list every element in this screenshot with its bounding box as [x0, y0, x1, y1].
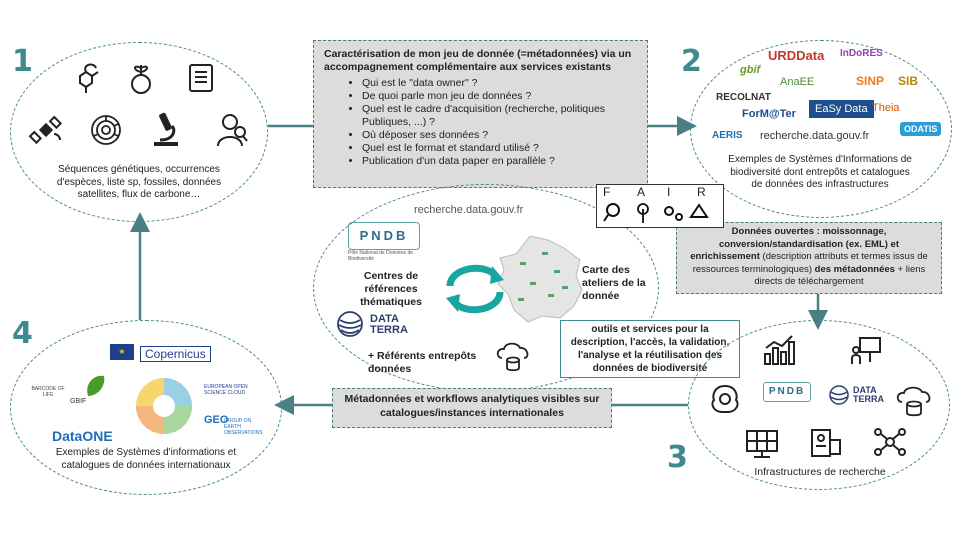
network-people-icon [874, 428, 906, 456]
open-data-text-2: + liens directs de téléchargement [754, 263, 926, 288]
centres-label: Centres de références thématiques [360, 270, 422, 308]
pndb-logo: PNDB [348, 222, 420, 250]
eu-flag-icon: ★ [110, 344, 134, 360]
anaee-logo: AnaEE [780, 76, 815, 88]
urdata-logo: URDData [768, 48, 825, 63]
cycle-arrows-icon [446, 264, 504, 314]
carte-label: Carte des ateliers de la donnée [582, 264, 646, 302]
dataone-logo: DataONE [52, 428, 113, 444]
question-item: Publication d'un data paper en parallèle… [362, 155, 637, 168]
open-data-box: Données ouvertes : moissonnage, conversi… [676, 222, 942, 294]
question-item: Qui est le "data owner" ? [362, 77, 637, 90]
geo-logo-subtitle: GROUP ON EARTH OBSERVATIONS [224, 418, 263, 436]
monitor-grid-icon [746, 430, 778, 458]
easydata-logo: EaSy Data [809, 100, 874, 118]
bar-chart-icon [764, 335, 795, 365]
document-icon [189, 64, 213, 92]
recycle-icon [689, 203, 709, 218]
aeris-logo: AERIS [712, 130, 743, 141]
fair-letter-i: I [667, 185, 671, 199]
question-item: Quel est le format et standard utilisé ? [362, 142, 637, 155]
molecule-icon [79, 63, 99, 93]
fair-box: F A I R [596, 184, 724, 228]
fair-letter-r: R [697, 185, 706, 199]
oval-information-systems [690, 40, 952, 218]
eosc-logo: EUROPEAN OPEN SCIENCE CLOUD [204, 384, 248, 396]
characterization-title: Caractérisation de mon jeu de donnée (=m… [324, 48, 632, 73]
dataterra-globe-icon [337, 311, 363, 337]
recherche-data-center-logo: recherche.data.gouv.fr [414, 204, 524, 216]
open-data-text-bold: Données ouvertes : moissonnage, conversi… [690, 226, 899, 262]
gbif-logo-4: GBIF [70, 398, 87, 405]
oval3-caption: Infrastructures de recherche [754, 466, 886, 478]
dataterra-logo: DATA TERRA [370, 313, 408, 336]
question-list: Qui est le "data owner" ? De quoi parle … [324, 77, 637, 168]
touch-icon [637, 203, 649, 223]
formater-logo: ForM@Ter [742, 108, 796, 120]
step-number-3: 3 [667, 440, 688, 475]
oval1-caption: Séquences génétiques, occurrences d'espè… [56, 164, 222, 200]
gbif-logo: gbif [740, 64, 761, 76]
magnifier-icon [603, 203, 620, 222]
cloud-database-icon-2 [896, 386, 931, 417]
odatis-logo: ODATIS [900, 122, 942, 136]
scientist-icon [217, 114, 248, 147]
fair-icons [603, 203, 709, 223]
open-data-text-bold-2: des métadonnées [814, 263, 895, 275]
question-item: Quel est le cadre d'acquisition (recherc… [362, 103, 637, 129]
cloud-database-icon [496, 342, 529, 372]
fair-letter-f: F [603, 185, 611, 199]
oval2-caption: Exemples de Systèmes d'Informations de b… [728, 154, 912, 190]
satellite-icon [28, 115, 63, 145]
fair-letter-a: A [637, 185, 646, 199]
oval-research-infrastructures [688, 320, 950, 490]
brain-gear-icon [711, 384, 739, 413]
fossil-ammonite-icon [91, 115, 121, 145]
oval4-caption: Exemples de Systèmes d'informations et c… [55, 447, 237, 471]
question-item: Où déposer ses données ? [362, 129, 637, 142]
gears-icon [664, 206, 683, 221]
pndb-logo-small: PNDB [763, 382, 811, 402]
step-number-1: 1 [12, 44, 33, 79]
geo-logo: GEO [204, 414, 229, 426]
dataterra-globe-icon-small [829, 385, 849, 405]
pndb-logo-text: PNDB [359, 228, 409, 243]
recherche-data-logo: recherche.data.gouv.fr [760, 130, 870, 142]
barcode-of-life-logo: BARCODE OF LIFE [31, 386, 65, 398]
referents-label: + Référents entrepôts données [368, 350, 477, 375]
france-map-icon [497, 235, 583, 323]
international-catalogues-box: Métadonnées et workflows analytiques vis… [332, 388, 612, 428]
gbif-leaf-icon [87, 375, 105, 396]
sinp-logo: SINP [856, 74, 885, 88]
id-card-icon [811, 429, 841, 457]
open-data-text: (description attributs et termes issus d… [692, 251, 928, 275]
characterization-box: Caractérisation de mon jeu de donnée (=m… [313, 40, 648, 188]
step-number-2: 2 [681, 44, 702, 79]
copernicus-logo: Copernicus [140, 346, 211, 362]
sib-logo: SIB [898, 74, 919, 88]
oval-data-types [10, 42, 268, 222]
pndb-subtitle: Pôle National de Données de Biodiversité [348, 250, 414, 262]
presentation-icon [851, 337, 881, 364]
step-number-4: 4 [12, 316, 33, 351]
indores-logo: InDoRES [840, 48, 883, 59]
question-item: De quoi parle mon jeu de données ? [362, 90, 637, 103]
theia-logo: Theia [872, 102, 900, 114]
data-terra-wheel-icon [136, 378, 192, 434]
dataterra-logo-small: DATA TERRA [853, 385, 884, 404]
oval-international-systems [10, 320, 282, 495]
microscope-icon [154, 112, 178, 146]
plant-globe-icon [131, 65, 151, 94]
recolnat-logo: RECOLNAT [716, 92, 771, 103]
